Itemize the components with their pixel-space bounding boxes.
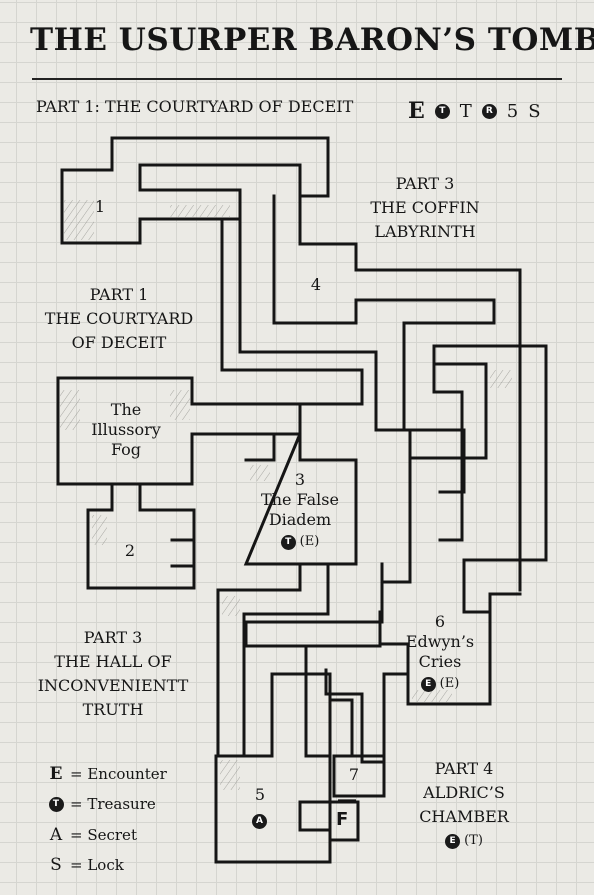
part-4-line-2: CHAMBER — [419, 807, 509, 826]
room-3-number: 3 — [294, 470, 306, 489]
treasure-badge-icon: T — [280, 534, 296, 550]
room-6-label: 6 Edwyn’s Cries E (E) — [400, 612, 480, 694]
outer-right-wall — [402, 321, 548, 614]
fog-line-2: Illussory — [91, 420, 161, 439]
legend-text-lock: = Lock — [70, 856, 124, 874]
part-3a-line-1: THE COFFIN — [370, 198, 480, 217]
symbol-t-badge: T — [434, 103, 450, 119]
corridor-b-wall — [238, 217, 466, 494]
inner-right-wall — [432, 362, 464, 542]
room-4-top — [298, 194, 522, 592]
part-4-markers: E (T) — [404, 829, 524, 853]
legend-encounter: E = Encounter — [48, 764, 167, 784]
part-3b-line-3: TRUTH — [82, 700, 144, 719]
room-6-wall — [378, 456, 492, 706]
legend-key-s: S — [50, 855, 62, 875]
title-rule — [32, 78, 562, 80]
fog-line-1: The — [110, 400, 142, 419]
secret-badge-icon: A — [252, 813, 267, 829]
part-1-heading: PART 1 — [89, 285, 149, 304]
symbol-5: 5 — [506, 100, 519, 122]
room-1-wall — [60, 136, 330, 245]
symbol-e: E — [408, 98, 425, 124]
room-7-wall — [304, 644, 386, 798]
part-3b-line-2: INCONVENIENTT — [37, 676, 189, 695]
legend-key-a: A — [49, 825, 63, 845]
map-subtitle: PART 1: THE COURTYARD OF DECEIT — [36, 97, 354, 116]
room-1-number: 1 — [94, 197, 106, 216]
room-3-label: 3 The False Diadem T (E) — [250, 470, 350, 552]
legend-key-t: T — [48, 796, 64, 812]
part-3b-heading: PART 3 — [83, 628, 143, 647]
room-3-wall — [243, 432, 358, 566]
legend-lock: S = Lock — [48, 855, 124, 875]
legend-text-encounter: = Encounter — [70, 765, 167, 783]
legend-treasure: T = Treasure — [48, 795, 156, 813]
encounter-badge-icon: E — [420, 676, 436, 692]
legend-key-e: E — [49, 764, 63, 784]
legend-text-secret: = Secret — [70, 826, 137, 844]
fog-line-3: Fog — [110, 440, 142, 459]
part-3a-line-2: LABYRINTH — [374, 222, 476, 241]
part-4-tag: (T) — [464, 833, 483, 848]
part-3a-heading: PART 3 — [395, 174, 455, 193]
treasure-legend-icon: T — [48, 796, 64, 812]
legend-text-treasure: = Treasure — [70, 795, 156, 813]
symbol-t: T — [459, 100, 472, 122]
room-f-wall — [328, 800, 360, 842]
legend-secret: A = Secret — [48, 825, 137, 845]
room-4-wall — [272, 194, 496, 325]
map-title: THE USURPER BARON’S TOMB — [30, 22, 594, 58]
room-3-line-1: The False — [261, 490, 339, 509]
room-4-number: 4 — [310, 275, 322, 294]
room-3-markers: T (E) — [250, 532, 350, 552]
symbol-r-badge: R — [481, 103, 497, 119]
room-2-number: 2 — [124, 541, 136, 560]
room-6-markers: E (E) — [400, 674, 480, 694]
room-2-wall — [86, 482, 196, 590]
part-1-courtyard: PART 1 THE COURTYARD OF DECEIT — [36, 283, 202, 355]
room-f-label: F — [336, 809, 349, 830]
room-3-line-2: Diadem — [268, 510, 332, 529]
part-3-hall: PART 3 THE HALL OF INCONVENIENTT TRUTH — [30, 626, 196, 722]
part-1-line-2: OF DECEIT — [71, 333, 167, 352]
corridor-a-wall — [220, 217, 364, 406]
part-3b-line-1: THE HALL OF — [54, 652, 172, 671]
corridor-e-wall — [324, 668, 410, 764]
part-4-heading: PART 4 — [434, 759, 494, 778]
corridor-d-wall — [244, 562, 384, 648]
part-3-coffin-labyrinth: PART 3 THE COFFIN LABYRINTH — [360, 172, 490, 244]
part-1-line-1: THE COURTYARD — [44, 309, 194, 328]
room-5-marker: A — [252, 808, 267, 829]
fog-room-label: The Illussory Fog — [70, 400, 182, 460]
symbol-strip: E T T R 5 S — [408, 98, 541, 124]
room-6-number: 6 — [434, 612, 446, 631]
room-6-line-1: Edwyn’s — [405, 632, 475, 651]
room-7-number: 7 — [348, 765, 360, 784]
room-6-line-2: Cries — [418, 652, 462, 671]
room-5-number: 5 — [254, 785, 266, 804]
part-4-line-1: ALDRIC’S — [423, 783, 505, 802]
symbol-s: S — [528, 100, 541, 122]
room-3-tag: (E) — [299, 534, 320, 549]
encounter-badge-icon: E — [445, 833, 461, 849]
part-4-aldric-chamber: PART 4 ALDRIC’S CHAMBER E (T) — [404, 757, 524, 853]
room-6-tag: (E) — [439, 676, 460, 691]
